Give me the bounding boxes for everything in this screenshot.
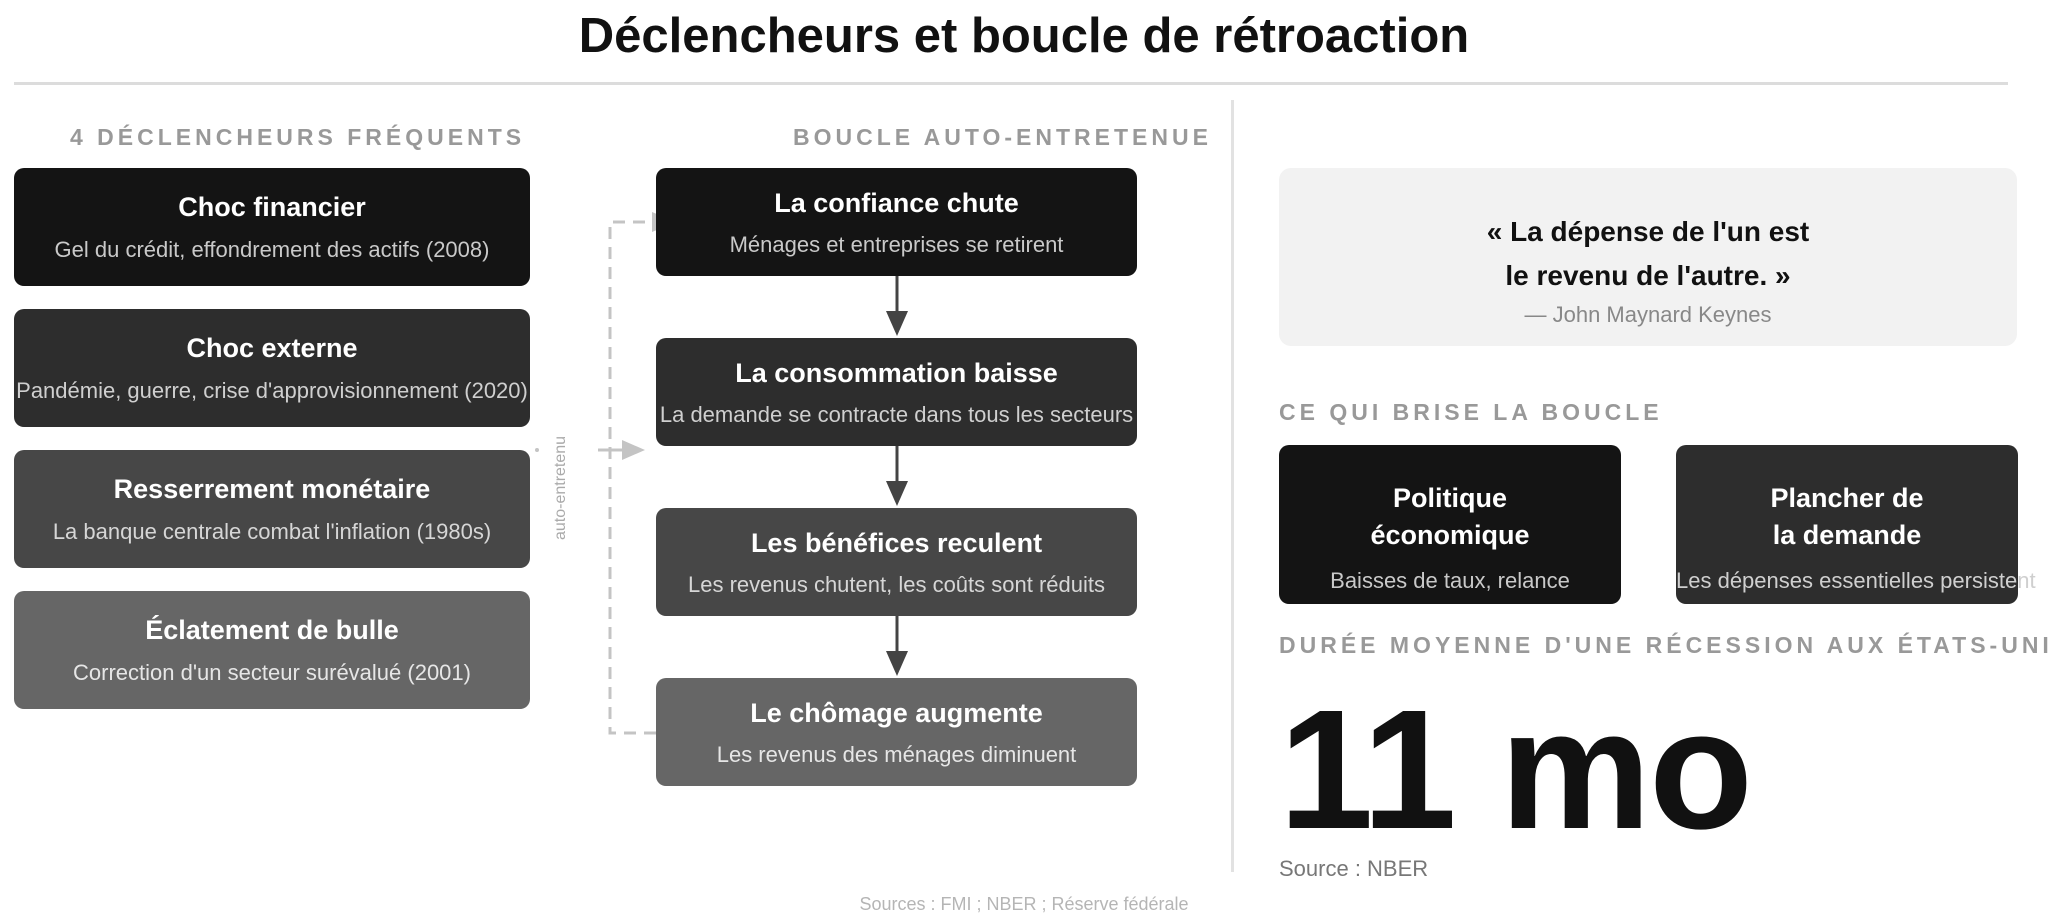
breaker-description: Baisses de taux, relance	[1330, 568, 1570, 593]
trigger-description: Pandémie, guerre, crise d'approvisionnem…	[16, 378, 528, 403]
breaker-title-line-1: Plancher de	[1770, 483, 1924, 513]
page-title: Déclencheurs et boucle de rétroaction	[578, 9, 1470, 63]
breaker-card-demand-floor: Plancher de la demande Les dépenses esse…	[1676, 445, 2036, 604]
loop-step-title: Le chômage augmente	[750, 698, 1043, 728]
trigger-description: La banque centrale combat l'inflation (1…	[52, 519, 492, 544]
trigger-title: Choc externe	[186, 333, 358, 363]
trigger-description: Correction d'un secteur surévalué (2001)	[73, 660, 471, 685]
loop-step-description: Ménages et entreprises se retirent	[729, 232, 1064, 257]
breaker-title-line-2: économique	[1370, 520, 1530, 550]
duration-source: Source : NBER	[1279, 856, 1429, 881]
trigger-to-loop-dot	[535, 448, 539, 452]
breaker-card-economic-policy: Politique économique Baisses de taux, re…	[1279, 445, 1621, 604]
recession-duration-value: 11 mo	[1279, 675, 1753, 865]
feedback-loop-line	[608, 220, 656, 735]
loop-step-title: La confiance chute	[774, 188, 1019, 218]
keynes-quote-box: « La dépense de l'un est le revenu de l'…	[1279, 168, 2017, 346]
footer-sources: Sources : FMI ; NBER ; Réserve fédérale	[859, 894, 1189, 914]
duration-section-label: DURÉE MOYENNE D'UNE RÉCESSION AUX ÉTATS-…	[1279, 632, 2048, 658]
loop-section-label: BOUCLE AUTO-ENTRETENUE	[793, 124, 1212, 150]
loop-step-title: La consommation baisse	[735, 358, 1058, 388]
loop-step-confidence: La confiance chute Ménages et entreprise…	[656, 168, 1137, 276]
trigger-card-external-shock: Choc externe Pandémie, guerre, crise d'a…	[14, 309, 530, 427]
loop-step-consumption: La consommation baisse La demande se con…	[656, 338, 1137, 446]
trigger-card-bubble-burst: Éclatement de bulle Correction d'un sect…	[14, 591, 530, 709]
loop-step-unemployment: Le chômage augmente Les revenus des ména…	[656, 678, 1137, 786]
loop-arrowhead-3	[886, 651, 908, 676]
loop-step-profits: Les bénéfices reculent Les revenus chute…	[656, 508, 1137, 616]
trigger-to-loop-arrowhead	[622, 440, 645, 460]
column-divider	[1231, 100, 1234, 872]
loop-step-description: La demande se contracte dans tous les se…	[659, 402, 1134, 427]
loop-arrowhead-2	[886, 481, 908, 506]
quote-line-2: le revenu de l'autre. »	[1505, 260, 1791, 291]
trigger-description: Gel du crédit, effondrement des actifs (…	[54, 237, 490, 262]
trigger-card-financial-shock: Choc financier Gel du crédit, effondreme…	[14, 168, 530, 286]
loop-step-description: Les revenus chutent, les coûts sont rédu…	[687, 572, 1105, 597]
breakers-section-label: CE QUI BRISE LA BOUCLE	[1279, 399, 1663, 425]
breaker-description: Les dépenses essentielles persistent	[1676, 568, 2036, 593]
breaker-title-line-1: Politique	[1393, 483, 1507, 513]
loop-arrowhead-1	[886, 311, 908, 336]
breaker-title-line-2: la demande	[1772, 520, 1922, 550]
triggers-section-label: 4 DÉCLENCHEURS FRÉQUENTS	[70, 124, 526, 150]
trigger-title: Resserrement monétaire	[113, 474, 431, 504]
trigger-card-monetary-tightening: Resserrement monétaire La banque central…	[14, 450, 530, 568]
loop-step-description: Les revenus des ménages diminuent	[716, 742, 1077, 767]
trigger-title: Choc financier	[178, 192, 366, 222]
loop-side-label: auto-entretenu	[552, 435, 569, 541]
quote-line-1: « La dépense de l'un est	[1486, 216, 1810, 247]
title-divider	[14, 82, 2008, 85]
trigger-title: Éclatement de bulle	[145, 615, 399, 645]
loop-step-title: Les bénéfices reculent	[750, 528, 1043, 558]
quote-author: — John Maynard Keynes	[1524, 302, 1772, 327]
